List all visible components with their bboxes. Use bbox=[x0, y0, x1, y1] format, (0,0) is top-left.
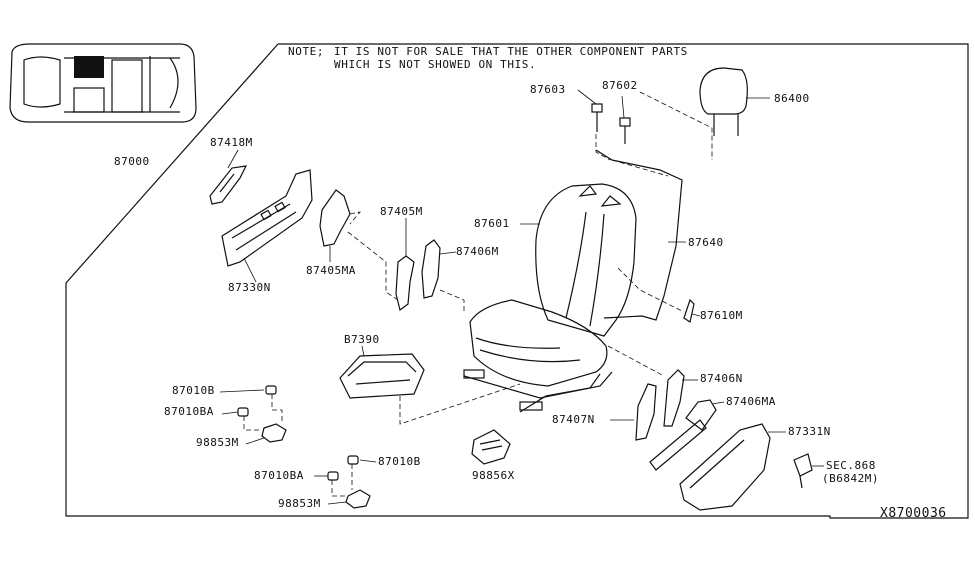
vehicle-locator-icon bbox=[9, 43, 197, 123]
note-line-1: IT IS NOT FOR SALE THAT THE OTHER COMPON… bbox=[334, 45, 688, 58]
label-sec-868[interactable]: SEC.868 bbox=[826, 459, 876, 472]
label-87000[interactable]: 87000 bbox=[114, 155, 150, 168]
part-86400-drawing bbox=[699, 67, 770, 136]
part-87601-drawing bbox=[520, 183, 637, 337]
part-87406N-drawing bbox=[663, 369, 698, 427]
seat-belt-buckle-drawing bbox=[793, 453, 824, 489]
part-87405M-drawing bbox=[347, 218, 415, 312]
part-cluster-a-drawing bbox=[219, 385, 287, 445]
label-87406M[interactable]: 87406M bbox=[456, 245, 499, 258]
diagram-id: X8700036 bbox=[880, 506, 947, 521]
label-87406MA[interactable]: 87406MA bbox=[726, 395, 776, 408]
leader-86400 bbox=[639, 91, 713, 160]
part-87331N-drawing bbox=[649, 419, 786, 511]
label-87330N[interactable]: 87330N bbox=[228, 281, 271, 294]
label-sec-868-ref[interactable]: (B6842M) bbox=[822, 472, 879, 485]
part-87390-drawing bbox=[339, 345, 521, 425]
label-87640[interactable]: 87640 bbox=[688, 236, 724, 249]
part-87406MA-drawing bbox=[685, 399, 725, 431]
part-87407N-drawing bbox=[607, 345, 665, 441]
label-87610M[interactable]: 87610M bbox=[700, 309, 743, 322]
diagram-boundary bbox=[65, 43, 969, 519]
part-87602-drawing bbox=[619, 95, 631, 144]
label-98853M-a[interactable]: 98853M bbox=[196, 436, 239, 449]
label-87405MA[interactable]: 87405MA bbox=[306, 264, 356, 277]
part-87640-drawing bbox=[595, 149, 686, 321]
label-86400[interactable]: 86400 bbox=[774, 92, 810, 105]
seat-cushion-drawing bbox=[463, 299, 613, 413]
label-98856X[interactable]: 98856X bbox=[472, 469, 515, 482]
label-87405M[interactable]: 87405M bbox=[380, 205, 423, 218]
part-98856X-drawing bbox=[471, 429, 511, 465]
part-87603-drawing bbox=[577, 89, 603, 132]
note-prefix: NOTE; bbox=[288, 45, 325, 58]
part-87418M-drawing bbox=[209, 149, 248, 205]
part-87330N-drawing bbox=[221, 169, 313, 283]
label-87010B-a[interactable]: 87010B bbox=[172, 384, 215, 397]
part-87405MA-drawing bbox=[319, 189, 362, 262]
part-cluster-b-drawing bbox=[314, 455, 377, 509]
part-87610M-drawing bbox=[617, 267, 701, 323]
label-87010BA-a[interactable]: 87010BA bbox=[164, 405, 214, 418]
label-87602[interactable]: 87602 bbox=[602, 79, 638, 92]
leader-87603 bbox=[595, 134, 611, 161]
label-87418M[interactable]: 87418M bbox=[210, 136, 253, 149]
note-line-2: WHICH IS NOT SHOWED ON THIS. bbox=[334, 58, 537, 71]
label-98853M-b[interactable]: 98853M bbox=[278, 497, 321, 510]
label-87603[interactable]: 87603 bbox=[530, 83, 566, 96]
label-87407N[interactable]: 87407N bbox=[552, 413, 595, 426]
label-87406N[interactable]: 87406N bbox=[700, 372, 743, 385]
label-87601[interactable]: 87601 bbox=[474, 217, 510, 230]
part-87406M-drawing bbox=[421, 239, 465, 312]
label-87331N[interactable]: 87331N bbox=[788, 425, 831, 438]
label-87390[interactable]: B7390 bbox=[344, 333, 380, 346]
label-87010BA-b[interactable]: 87010BA bbox=[254, 469, 304, 482]
label-87010B-b[interactable]: 87010B bbox=[378, 455, 421, 468]
